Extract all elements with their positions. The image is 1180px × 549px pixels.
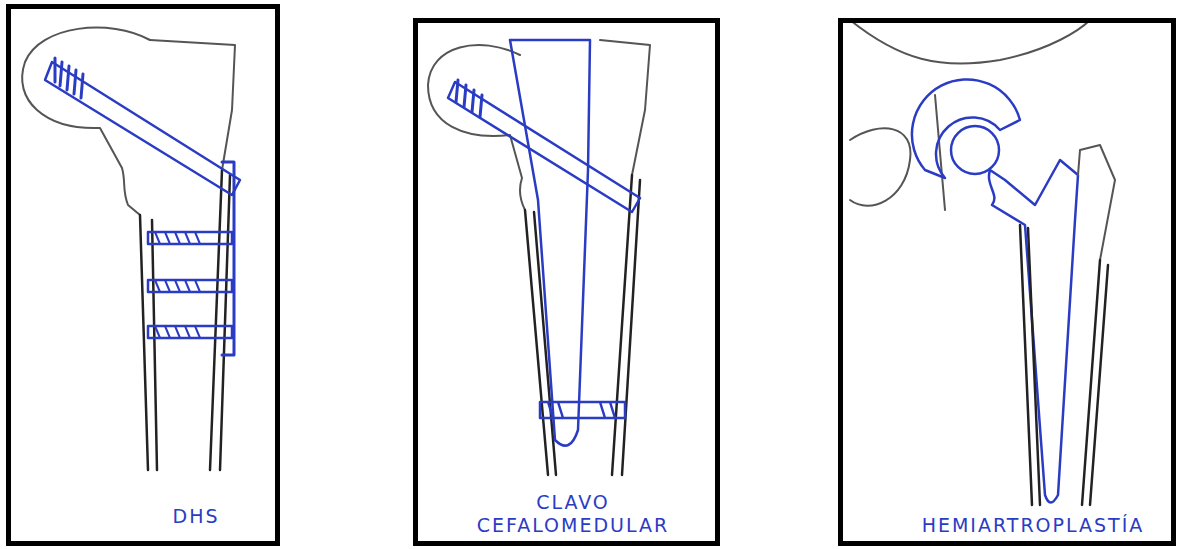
- figure-panel: HEMIARTROPLASTÍA: [838, 18, 1176, 546]
- pelvis-outline: [850, 128, 910, 205]
- figure-panel: DHS: [6, 4, 280, 546]
- panel-label: HEMIARTROPLASTÍA: [903, 514, 1163, 537]
- femur-cortex: [140, 170, 230, 470]
- nail-drawing: [428, 40, 650, 475]
- screw-thread: [456, 80, 482, 117]
- femur-outline: [600, 40, 650, 175]
- lag-screw: [448, 82, 640, 212]
- panel-label: CLAVO CEFALOMEDULAR: [468, 491, 678, 537]
- pelvis-outline: [850, 20, 1090, 64]
- figure-panel: CLAVO CEFALOMEDULAR: [413, 18, 720, 546]
- cortical-screw: [148, 232, 232, 338]
- femoral-head-implant: [951, 126, 999, 174]
- femur-outline: [428, 45, 525, 210]
- femur-cortex: [1020, 225, 1108, 505]
- dhs-drawing: [22, 28, 240, 470]
- distal-screw: [540, 402, 625, 418]
- bipolar-shell: [912, 79, 1020, 178]
- screw-thread: [155, 232, 200, 338]
- panel-label: DHS: [121, 505, 271, 528]
- screw-thread: [55, 58, 83, 98]
- femur-outline: [22, 28, 150, 215]
- femur-outline: [1078, 145, 1115, 260]
- cephalomedullary-nail: [510, 40, 590, 446]
- hemiarthroplasty-drawing: [850, 20, 1115, 505]
